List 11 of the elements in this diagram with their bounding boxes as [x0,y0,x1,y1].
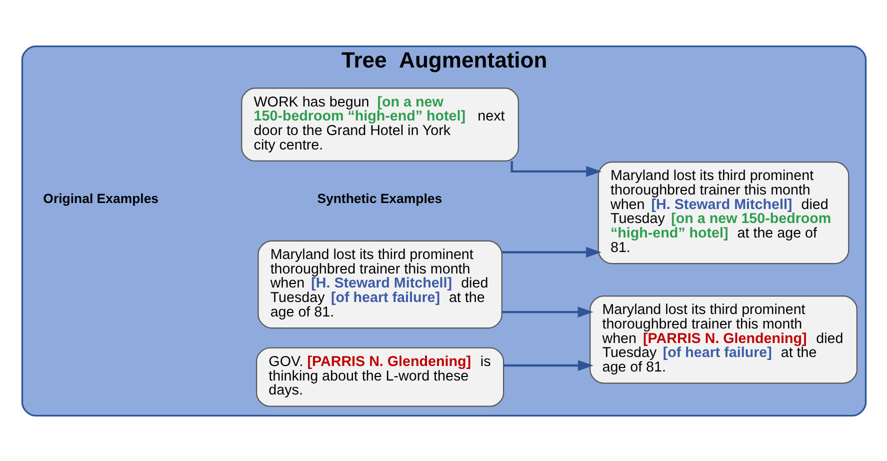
arrow [502,306,593,317]
label: Synthetic Examples [316,190,442,206]
arrow [502,246,601,258]
node-box: Maryland lost its third prominent thoroughbred trainer this month when [H. Steward Mitchell] died Tuesday [of heart failure] at the age of 81. [257,240,502,328]
arrow [510,160,602,176]
node-box: WORK has begun [on a new 150-bedroom “high-end” hotel] next door to the Grand Hotel in York city centre. [240,87,518,162]
node-box: Maryland lost its third prominent thoroughbred trainer this month when [H. Steward Mitchell] died Tuesday [on a new 150-bedroom “high-end” hotel] at the age of 81. [597,161,849,264]
node-box: GOV. [PARRIS N. Glendening] is thinking about the L-word these days. [256,346,504,406]
label: Original Examples [42,190,158,206]
node-box: Maryland lost its third prominent thoroughbred trainer this month when [PARRIS N. Glendening] died Tuesday [of heart failure] at the age of 81. [589,295,857,384]
arrow [503,360,593,370]
